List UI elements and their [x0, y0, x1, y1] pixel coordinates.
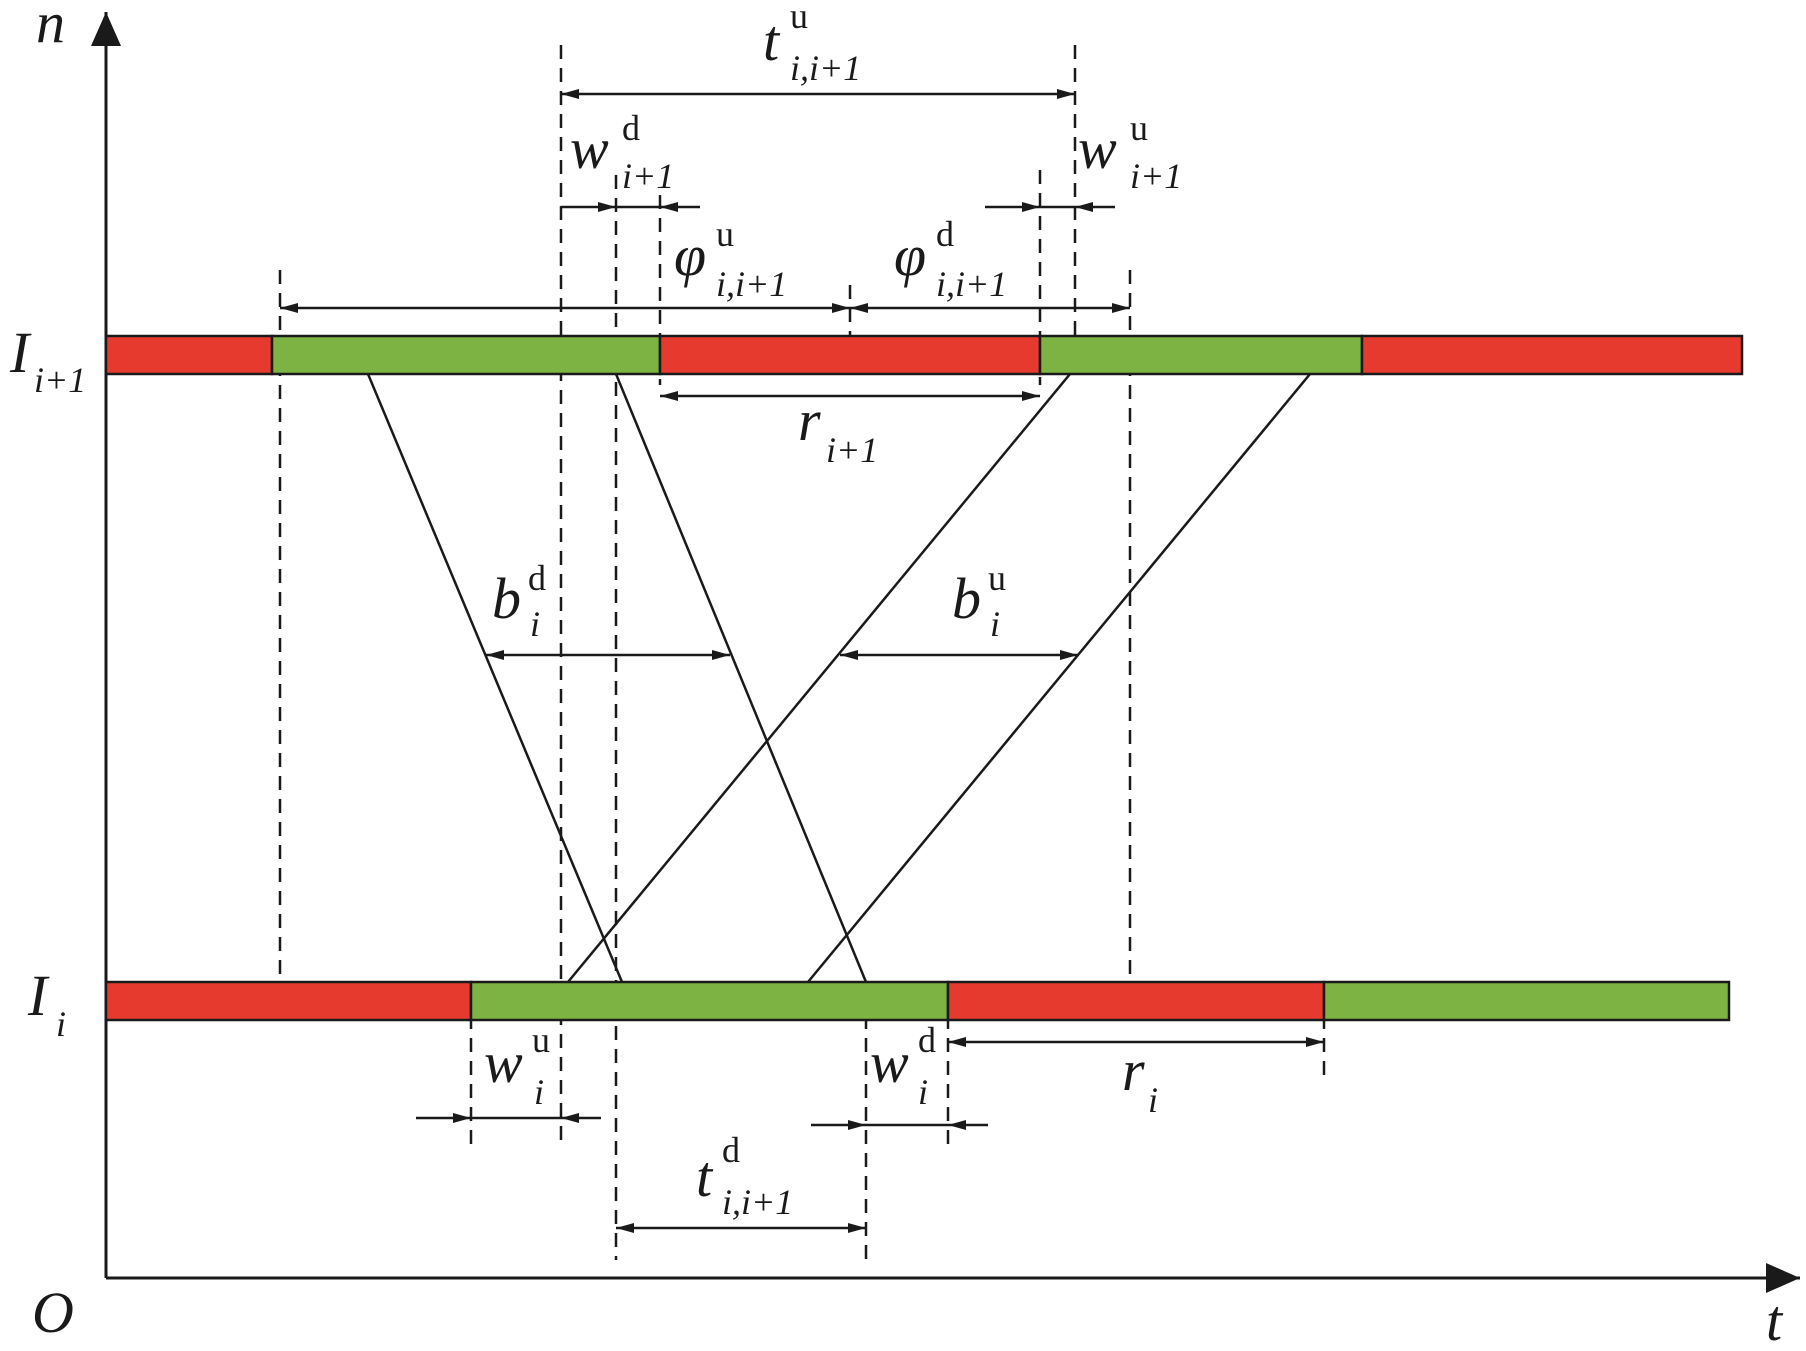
label-phi-u: φ u i,i+1	[674, 214, 787, 304]
superscript: u	[1130, 108, 1148, 148]
phase-red	[104, 334, 274, 376]
subscript: i+1	[622, 156, 674, 196]
subscript: i+1	[1130, 156, 1182, 196]
superscript: u	[988, 558, 1006, 598]
symbol: r	[1122, 1038, 1145, 1103]
subscript: i,i+1	[936, 264, 1007, 304]
symbol: t	[763, 8, 781, 73]
label-t-u: t u i,i+1	[763, 0, 861, 88]
symbol: b	[952, 566, 981, 631]
dimension-arrows	[280, 89, 1324, 1233]
subscript: i	[990, 604, 1000, 644]
superscript: d	[528, 558, 546, 598]
intersection-symbol: I	[27, 963, 50, 1028]
intersection-subscript: i+1	[34, 360, 86, 400]
subscript: i	[530, 604, 540, 644]
label-w-d-lower: w d i	[870, 1020, 936, 1112]
superscript: u	[716, 214, 734, 254]
subscript: i	[1148, 1080, 1158, 1120]
downstream-band-line	[366, 373, 624, 983]
phase-green	[270, 334, 662, 376]
subscript: i	[918, 1072, 928, 1112]
phase-green	[1038, 334, 1364, 376]
trajectories	[366, 373, 1311, 983]
phase-green	[1322, 980, 1731, 1022]
symbol: b	[492, 566, 521, 631]
subscript: i,i+1	[722, 1182, 793, 1222]
label-w-u-lower: w u i	[484, 1020, 550, 1112]
intersection-symbol: I	[9, 320, 32, 385]
subscript: i,i+1	[716, 264, 787, 304]
superscript: u	[790, 0, 808, 36]
phase-red	[946, 980, 1326, 1022]
label-t-d: t d i,i+1	[696, 1130, 793, 1222]
phase-green	[469, 980, 950, 1022]
symbol: r	[798, 388, 821, 453]
symbol: t	[696, 1144, 714, 1209]
symbol: w	[1078, 116, 1117, 181]
intersection-subscript: i	[56, 1004, 66, 1044]
superscript: u	[532, 1020, 550, 1060]
upstream-band-line	[567, 373, 1071, 983]
symbol: w	[484, 1030, 523, 1095]
superscript: d	[936, 214, 954, 254]
superscript: d	[918, 1020, 936, 1060]
signal-bar-upper	[104, 334, 1744, 376]
label-w-u-upper: w u i+1	[1078, 108, 1182, 196]
label-b-d: b d i	[492, 558, 546, 644]
label-b-u: b u i	[952, 558, 1006, 644]
symbol: w	[870, 1030, 909, 1095]
phase-red	[1360, 334, 1744, 376]
origin-label: O	[32, 1280, 74, 1345]
axes	[91, 12, 1800, 1293]
symbol: w	[570, 116, 609, 181]
superscript: d	[722, 1130, 740, 1170]
upstream-band-line	[807, 373, 1311, 983]
subscript: i,i+1	[790, 48, 861, 88]
superscript: d	[622, 108, 640, 148]
label-r-lower: r i	[1122, 1038, 1158, 1120]
downstream-band-line	[614, 373, 868, 983]
label-w-d-upper: w d i+1	[570, 108, 674, 196]
dashed-guides	[278, 45, 1326, 1260]
signal-bar-lower	[104, 980, 1731, 1022]
x-axis-label: t	[1766, 1288, 1784, 1351]
label-r-upper: r i+1	[798, 388, 878, 470]
label-phi-d: φ d i,i+1	[894, 214, 1007, 304]
intersection-label-lower: I i	[27, 963, 66, 1044]
intersection-label-upper: I i+1	[9, 320, 86, 400]
subscript: i+1	[826, 430, 878, 470]
symbol: φ	[894, 223, 926, 288]
y-axis-label: n	[36, 0, 65, 55]
phase-red	[658, 334, 1042, 376]
subscript: i	[534, 1072, 544, 1112]
phase-red	[104, 980, 473, 1022]
symbol: φ	[674, 223, 706, 288]
